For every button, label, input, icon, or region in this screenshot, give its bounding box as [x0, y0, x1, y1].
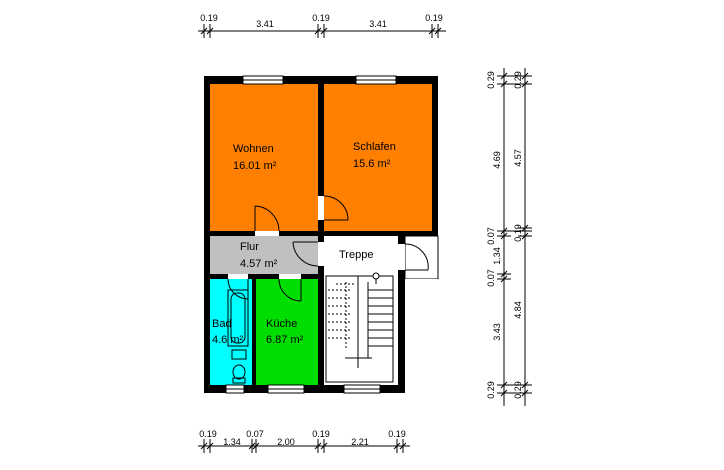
room-wohnen: [210, 84, 318, 231]
dim-top-3: 0.19: [312, 13, 330, 23]
room-area-schlafen: 15.6 m²: [353, 158, 391, 170]
staircase: [325, 272, 394, 383]
dim-right-outer-2: 4.69: [492, 151, 502, 169]
dim-right-inner-5: 0.29: [513, 381, 523, 399]
room-schlafen: [324, 84, 432, 231]
dim-bottom-7: 0.19: [388, 429, 406, 439]
room-area-kueche: 6.87 m²: [266, 334, 304, 346]
room-label-kueche: Küche: [266, 318, 297, 330]
room-label-wohnen: Wohnen: [233, 143, 274, 155]
dim-bottom-5: 0.19: [312, 429, 330, 439]
room-label-treppe: Treppe: [339, 249, 373, 261]
doors: [227, 195, 429, 302]
bottom-dimension-chain: [198, 439, 410, 453]
dim-right-outer-1: 0.29: [486, 71, 496, 89]
dim-right-outer-7: 0.29: [486, 381, 496, 399]
room-label-schlafen: Schlafen: [353, 141, 396, 153]
dim-right-outer-4: 1.34: [492, 247, 502, 265]
dim-bottom-2: 1.34: [223, 437, 241, 447]
room-label-bad: Bad: [212, 318, 232, 330]
dim-right-inner-2: 4.57: [513, 149, 523, 167]
room-area-flur: 4.57 m²: [240, 258, 278, 270]
dim-right-inner-1: 0.29: [513, 71, 523, 89]
room-area-bad: 4.6 m²: [212, 334, 244, 346]
room-kueche: [256, 279, 318, 385]
right-outer-dimension-chain: [497, 68, 532, 406]
top-dimension-chain: [198, 24, 446, 38]
dim-bottom-1: 0.19: [199, 429, 217, 439]
bathroom-fixtures: [227, 289, 249, 384]
room-label-flur: Flur: [240, 241, 259, 253]
dim-right-outer-6: 3.43: [492, 323, 502, 341]
dim-right-inner-4: 4.84: [513, 301, 523, 319]
dim-top-5: 0.19: [425, 13, 443, 23]
dim-top-2: 3.41: [256, 19, 274, 29]
right-inner-dimension-chain: [518, 68, 532, 406]
dim-right-outer-3: 0.07: [486, 227, 496, 245]
dim-right-outer-5: 0.07: [486, 269, 496, 287]
dim-bottom-3: 0.07: [246, 429, 264, 439]
windows: [225, 75, 397, 394]
dim-bottom-4: 2.00: [277, 437, 295, 447]
room-area-wohnen: 16.01 m²: [233, 160, 277, 172]
dim-top-1: 0.19: [200, 13, 218, 23]
dim-bottom-6: 2.21: [351, 437, 369, 447]
dim-top-4: 3.41: [369, 19, 387, 29]
dim-right-inner-3: 0.19: [513, 224, 523, 242]
